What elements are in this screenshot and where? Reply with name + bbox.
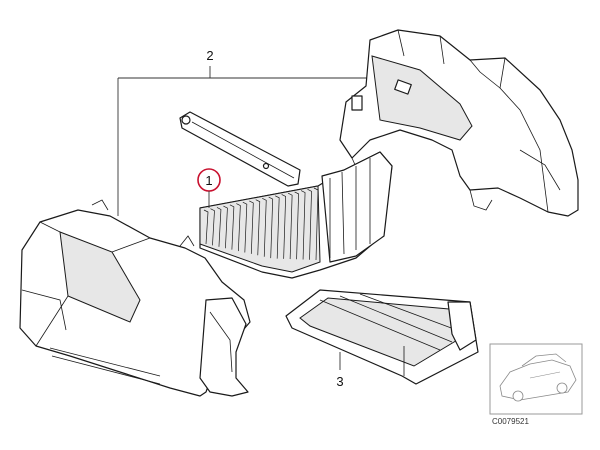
left-housing-shell (19, 199, 251, 397)
filter-pleat-line (223, 205, 228, 249)
filter-pleat-line (294, 191, 299, 260)
filter-pleat-line (249, 200, 254, 254)
filter-pleat-line (275, 195, 280, 259)
filter-pleat-line (216, 207, 222, 247)
filter-pleats (203, 187, 319, 261)
filter-pleat-line (242, 201, 248, 253)
right-housing-shell (339, 29, 579, 217)
callout-1: 1 (197, 168, 221, 208)
filter-pleat-line (229, 204, 235, 250)
filter-pleat-line (307, 188, 312, 260)
filter-pleat-line (300, 190, 306, 260)
filter-pleat-line (287, 192, 293, 260)
filter-pleat-line (268, 196, 274, 259)
filter-pleat-line (203, 209, 209, 245)
filter-pleat-line (255, 199, 261, 256)
filter-pleat-line (236, 203, 241, 252)
callout-3-number: 3 (336, 374, 343, 389)
filter-pleat-line (262, 198, 267, 257)
callout-2-number: 2 (206, 48, 213, 63)
cover-strip (179, 111, 301, 187)
filter-pleat-line (313, 187, 319, 261)
filter-pleat-line (210, 208, 215, 246)
vehicle-thumbnail: C0079521 (489, 343, 583, 426)
cabin-filter (199, 151, 393, 279)
callout-1-number: 1 (205, 173, 212, 188)
callout-2-leader (117, 66, 368, 216)
filter-pleat-line (281, 194, 287, 259)
thumbnail-code: C0079521 (492, 417, 529, 426)
filter-tray (285, 289, 479, 385)
